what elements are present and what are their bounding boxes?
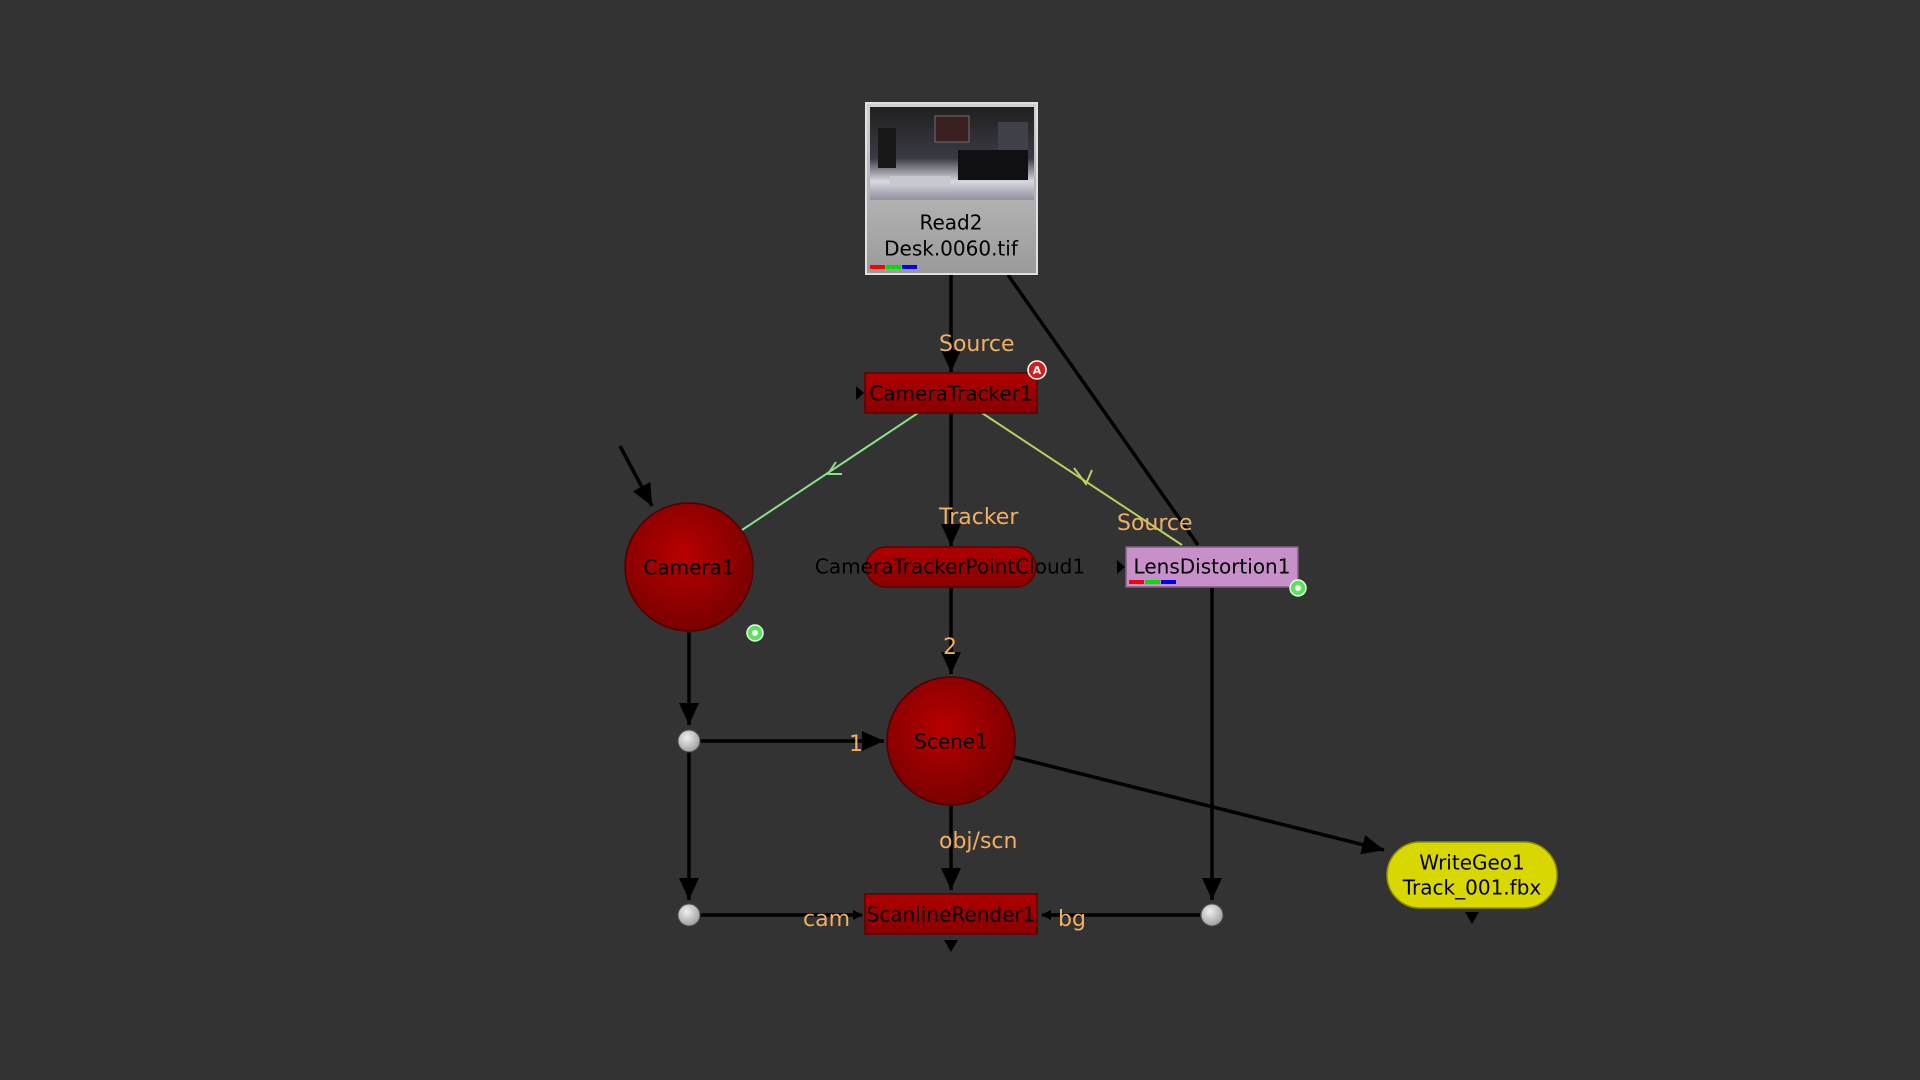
node-lens-distortion[interactable]: LensDistortion1	[1117, 546, 1307, 597]
write-geo-file: Track_001.fbx	[1402, 876, 1542, 900]
node-write-geo[interactable]: WriteGeo1 Track_001.fbx	[1386, 841, 1558, 909]
node-camera-tracker[interactable]: CameraTracker1 A	[856, 360, 1047, 414]
read-node-file: Desk.0060.tif	[884, 237, 1019, 261]
label-pointcloud-tracker: Tracker	[938, 505, 1019, 530]
label-tracker-source: Source	[939, 332, 1015, 357]
lens-link-indicator-icon	[1289, 579, 1307, 597]
node-scanline-render[interactable]: ScanlineRender1	[864, 893, 1038, 935]
node-point-cloud[interactable]: CameraTrackerPointCloud1	[815, 546, 1085, 588]
label-lens-source: Source	[1117, 511, 1193, 536]
read-thumbnail	[870, 107, 1034, 200]
pipes	[618, 273, 1479, 952]
tracker-mask-input-icon	[856, 386, 864, 400]
point-cloud-name: CameraTrackerPointCloud1	[815, 555, 1085, 579]
node-scene[interactable]: Scene1	[886, 676, 1016, 806]
channel-indicator	[870, 265, 917, 269]
camera-node-name: Camera1	[643, 556, 734, 580]
lens-mask-input-icon	[1117, 560, 1125, 574]
node-camera[interactable]: Camera1	[624, 502, 764, 642]
scene-node-name: Scene1	[914, 730, 988, 754]
analysis-badge-icon: A	[1027, 360, 1047, 380]
pipe-scene-to-writegeo[interactable]	[1013, 755, 1385, 855]
camera-tracker-name: CameraTracker1	[869, 382, 1032, 406]
render-output-arrow	[944, 940, 958, 952]
label-render-obj: obj/scn	[939, 829, 1017, 854]
lens-channel-indicator	[1129, 580, 1176, 584]
label-scene-input-1: 1	[849, 732, 863, 757]
writegeo-output-arrow	[1465, 912, 1479, 924]
camera-link-indicator-icon	[746, 624, 764, 642]
dot-camera-render[interactable]	[677, 903, 701, 927]
node-read[interactable]: Read2 Desk.0060.tif	[865, 102, 1038, 275]
read-node-name: Read2	[920, 211, 983, 235]
link-arrow-lens	[1073, 467, 1093, 486]
label-render-bg: bg	[1058, 907, 1086, 932]
dot-lens-render[interactable]	[1200, 903, 1224, 927]
pipe-read-to-lens[interactable]	[1006, 273, 1200, 547]
scanline-render-name: ScanlineRender1	[867, 903, 1036, 927]
link-arrow-camera	[826, 461, 842, 475]
pipe-camera-input[interactable]	[618, 445, 654, 507]
svg-text:A: A	[1033, 364, 1042, 377]
lens-distortion-name: LensDistortion1	[1134, 555, 1291, 579]
dot-camera-split[interactable]	[677, 729, 701, 753]
input-labels: Source Tracker Source 2 1 obj/scn cam bg	[803, 332, 1193, 932]
label-scene-input-2: 2	[943, 635, 957, 660]
write-geo-name: WriteGeo1	[1419, 851, 1525, 875]
label-render-cam: cam	[803, 907, 850, 932]
